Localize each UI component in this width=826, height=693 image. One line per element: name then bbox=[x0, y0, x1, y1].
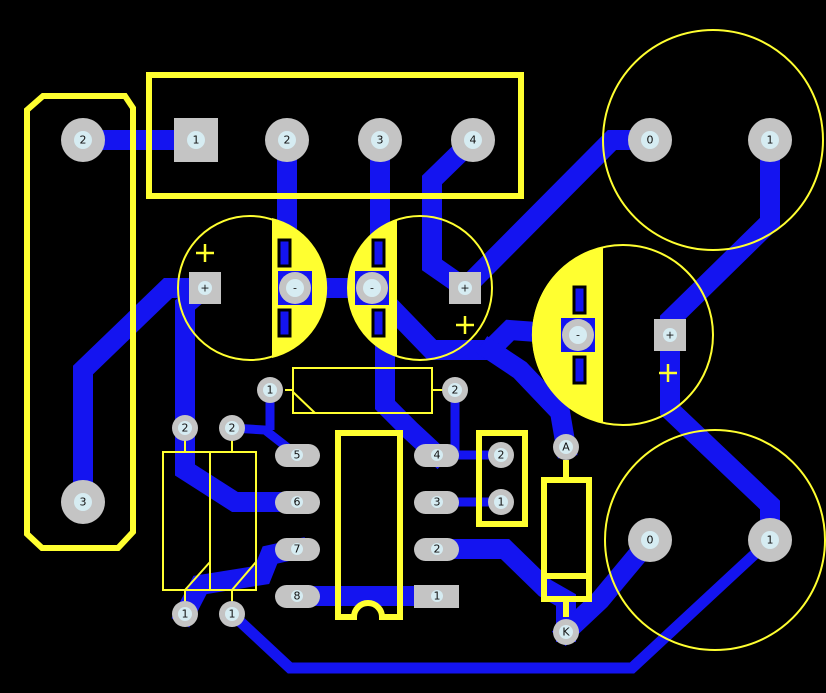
trace bbox=[476, 336, 578, 459]
pad-diode-anode[interactable]: A bbox=[553, 434, 579, 460]
terminal-top-right-outline bbox=[602, 29, 824, 251]
pad-dual-2a[interactable]: 2 bbox=[172, 415, 198, 441]
pad-label: - bbox=[576, 329, 580, 342]
pad-label: 3 bbox=[377, 134, 384, 147]
pad-label: + bbox=[665, 329, 674, 342]
pad-connector-left-2[interactable]: 2 bbox=[61, 118, 105, 162]
pad-label: 1 bbox=[767, 534, 774, 547]
pad-label: 2 bbox=[284, 134, 291, 147]
pad-cap-3-minus[interactable]: - bbox=[561, 318, 595, 352]
cap-1-outline bbox=[177, 215, 323, 361]
pad-ic-1[interactable]: 1 bbox=[414, 585, 459, 608]
cap-2-slot bbox=[371, 308, 386, 338]
pad-label: 1 bbox=[229, 608, 236, 621]
pad-header-1[interactable]: 1 bbox=[174, 118, 218, 162]
pad-label: + bbox=[460, 282, 469, 295]
pad-label: 0 bbox=[647, 134, 654, 147]
pad-label: 1 bbox=[182, 608, 189, 621]
pad-terminal-bottom-0[interactable]: 0 bbox=[628, 518, 672, 562]
pad-dual-1b[interactable]: 1 bbox=[219, 601, 245, 627]
pad-terminal-top-1[interactable]: 1 bbox=[748, 118, 792, 162]
pad-header-4[interactable]: 4 bbox=[451, 118, 495, 162]
pad-label: - bbox=[370, 282, 374, 295]
pad-label: 8 bbox=[294, 590, 301, 603]
pad-ic-8[interactable]: 8 bbox=[275, 585, 320, 608]
pad-ic-2[interactable]: 2 bbox=[414, 538, 459, 561]
pad-ic-4[interactable]: 4 bbox=[414, 444, 459, 467]
pad-ic-5[interactable]: 5 bbox=[275, 444, 320, 467]
cap-3-slot bbox=[572, 355, 587, 385]
pad-ic-3[interactable]: 3 bbox=[414, 491, 459, 514]
pad-label: 1 bbox=[193, 134, 200, 147]
resistor-marker bbox=[285, 389, 444, 414]
pad-label: - bbox=[293, 282, 297, 295]
trace bbox=[422, 125, 488, 302]
pad-dual-2b[interactable]: 2 bbox=[219, 415, 245, 441]
jumper-outline bbox=[476, 430, 528, 527]
pad-diode-cathode[interactable]: K bbox=[553, 619, 579, 645]
cap-1-slot bbox=[277, 238, 292, 268]
pad-terminal-top-0[interactable]: 0 bbox=[628, 118, 672, 162]
dual-component-divider bbox=[184, 440, 257, 602]
pad-cap-1-minus[interactable]: - bbox=[278, 271, 312, 305]
pad-jumper-1[interactable]: 1 bbox=[488, 489, 514, 515]
pad-label: 2 bbox=[498, 449, 505, 462]
pad-label: + bbox=[200, 282, 209, 295]
pad-label: 3 bbox=[434, 496, 441, 509]
terminal-bottom-right-outline bbox=[604, 429, 826, 651]
plus-marking-icon bbox=[196, 244, 214, 262]
pad-ic-6[interactable]: 6 bbox=[275, 491, 320, 514]
pad-resistor-2[interactable]: 2 bbox=[442, 377, 468, 403]
ic-outline bbox=[335, 430, 403, 620]
pad-terminal-bottom-1[interactable]: 1 bbox=[748, 518, 792, 562]
cap-2-slot bbox=[371, 238, 386, 268]
pad-label: 1 bbox=[767, 134, 774, 147]
diode-band bbox=[544, 460, 589, 617]
trace bbox=[450, 130, 660, 303]
pad-dual-1a[interactable]: 1 bbox=[172, 601, 198, 627]
pad-label: 2 bbox=[434, 543, 441, 556]
connector-left-outline bbox=[24, 93, 136, 551]
pad-label: 2 bbox=[452, 384, 459, 397]
pad-label: A bbox=[562, 441, 570, 454]
pad-label: 4 bbox=[470, 134, 477, 147]
cap-3-slot bbox=[572, 285, 587, 315]
pad-cap-1-plus[interactable]: + bbox=[189, 272, 221, 304]
pad-resistor-1[interactable]: 1 bbox=[257, 377, 283, 403]
cap-3-outline bbox=[532, 244, 714, 426]
cap-1-slot bbox=[277, 308, 292, 338]
pad-label: 1 bbox=[267, 384, 274, 397]
pad-header-3[interactable]: 3 bbox=[358, 118, 402, 162]
pad-label: 1 bbox=[434, 590, 441, 603]
pad-cap-2-minus[interactable]: - bbox=[355, 271, 389, 305]
pad-label: 3 bbox=[80, 496, 87, 509]
pad-cap-3-plus[interactable]: + bbox=[654, 319, 686, 351]
pad-jumper-2[interactable]: 2 bbox=[488, 442, 514, 468]
plus-marking-icon bbox=[659, 364, 677, 382]
pad-label: 6 bbox=[294, 496, 301, 509]
pad-label: 2 bbox=[80, 134, 87, 147]
pad-ic-7[interactable]: 7 bbox=[275, 538, 320, 561]
trace bbox=[551, 525, 665, 647]
pad-header-2[interactable]: 2 bbox=[265, 118, 309, 162]
plus-marking-icon bbox=[456, 316, 474, 334]
header-outline bbox=[146, 72, 524, 199]
pad-label: 5 bbox=[294, 449, 301, 462]
pad-label: 0 bbox=[647, 534, 654, 547]
trace bbox=[73, 278, 215, 512]
pad-label: K bbox=[562, 626, 570, 639]
pad-label: 7 bbox=[294, 543, 301, 556]
trace bbox=[228, 535, 774, 674]
cap-2-outline bbox=[347, 215, 493, 361]
pad-label: 2 bbox=[229, 422, 236, 435]
trace bbox=[660, 130, 780, 345]
pad-label: 2 bbox=[182, 422, 189, 435]
pads: 2 3 1 2 3 4 0 1 0 1 + - - + - + 1 2 2 2 … bbox=[61, 118, 792, 645]
pad-cap-2-plus[interactable]: + bbox=[449, 272, 481, 304]
pad-label: 1 bbox=[498, 496, 505, 509]
pad-label: 4 bbox=[434, 449, 441, 462]
pad-connector-left-3[interactable]: 3 bbox=[61, 480, 105, 524]
resistor-outline bbox=[292, 367, 433, 414]
